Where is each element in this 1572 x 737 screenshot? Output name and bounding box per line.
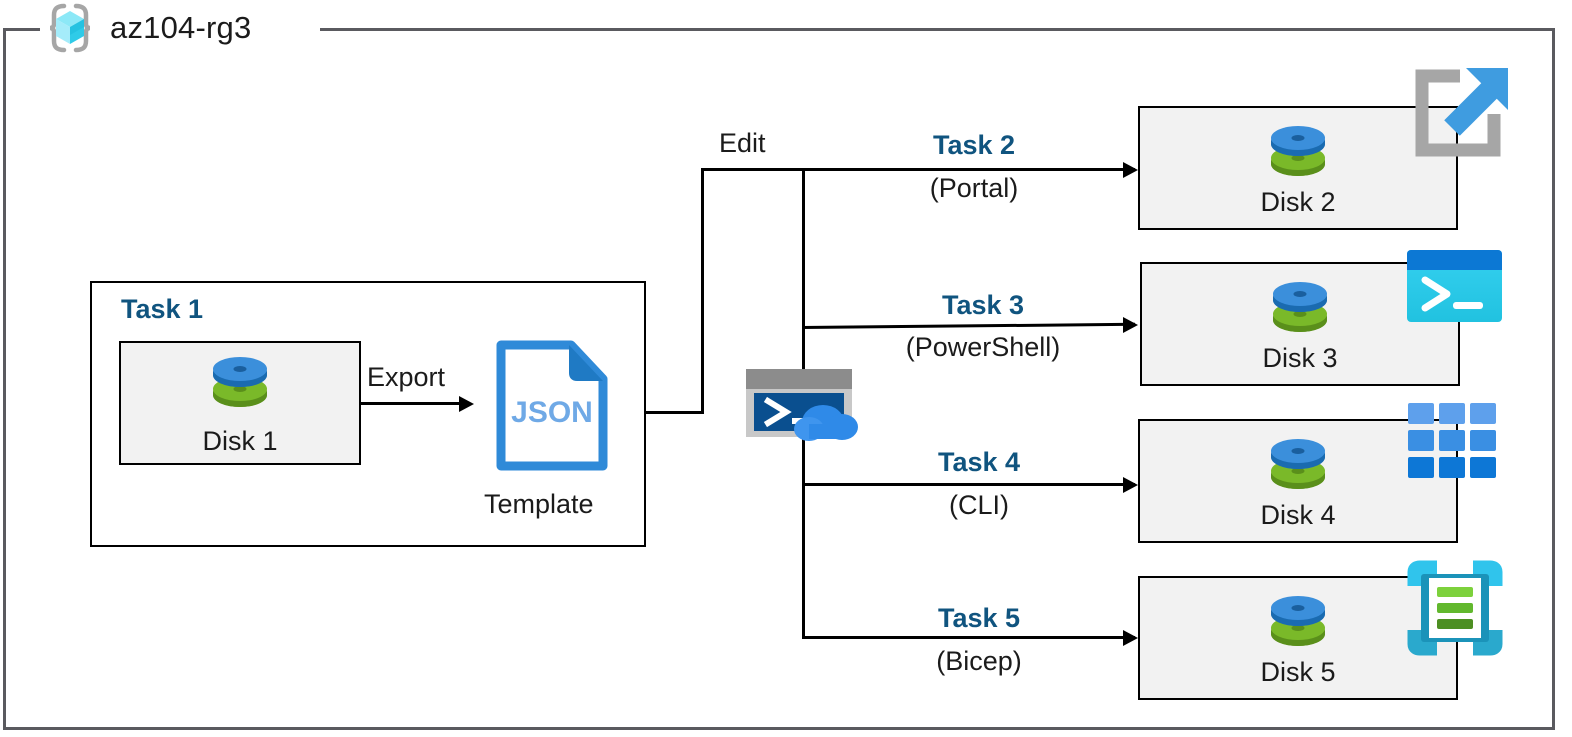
managed-disk-icon xyxy=(209,351,271,422)
export-arrow-line xyxy=(361,402,461,405)
task-2-arrow-head xyxy=(1123,162,1138,178)
managed-disk-icon xyxy=(1267,120,1329,191)
task-3-label: Task 3 xyxy=(941,290,1025,320)
task-3-arrow-head xyxy=(1123,317,1138,333)
disk-5-name: Disk 5 xyxy=(1260,657,1336,687)
disk-4-box: Disk 4 xyxy=(1138,419,1458,543)
cloud-shape xyxy=(794,405,858,441)
resource-group-header: az104-rg3 xyxy=(44,2,251,54)
disk-2-name: Disk 2 xyxy=(1260,187,1336,217)
task-1-label: Task 1 xyxy=(121,294,204,324)
json-file-icon: JSON xyxy=(493,337,611,479)
bicep-icon xyxy=(1407,560,1503,661)
disk-1-name: Disk 1 xyxy=(202,426,278,456)
task-5-arrow-head xyxy=(1123,630,1138,646)
task-5-label: Task 5 xyxy=(937,603,1021,633)
managed-disk-icon xyxy=(1269,276,1331,347)
task-5-method: (Bicep) xyxy=(936,646,1022,676)
managed-disk-icon xyxy=(1267,590,1329,661)
task-4-arrow-head xyxy=(1123,477,1138,493)
edit-connector-v xyxy=(701,168,704,414)
edit-connector-h-top xyxy=(701,168,1135,171)
cloud-shell-icon xyxy=(744,367,864,447)
export-arrow-head xyxy=(459,396,474,412)
disk-2-box: Disk 2 xyxy=(1138,106,1458,230)
powershell-icon xyxy=(1407,250,1502,327)
task-2-label: Task 2 xyxy=(932,130,1016,160)
disk-4-name: Disk 4 xyxy=(1260,500,1336,530)
edit-connector-h-from-task1 xyxy=(644,411,704,414)
json-file-type-text: JSON xyxy=(511,396,593,429)
task-4-branch-line xyxy=(802,483,1135,486)
template-caption: Template xyxy=(484,489,594,519)
azure-portal-icon xyxy=(1408,62,1518,177)
task-4-label: Task 4 xyxy=(937,447,1021,477)
disk-3-box: Disk 3 xyxy=(1140,262,1460,386)
disk-5-box: Disk 5 xyxy=(1138,576,1458,700)
task-2-method: (Portal) xyxy=(929,173,1019,203)
task-5-branch-line xyxy=(802,636,1135,639)
azure-resource-group-icon xyxy=(44,2,96,54)
resource-group-frame xyxy=(3,28,1555,730)
task-4-method: (CLI) xyxy=(949,490,1009,520)
export-label: Export xyxy=(367,362,446,392)
disk-1-box: Disk 1 xyxy=(119,341,361,465)
edit-label: Edit xyxy=(719,128,766,158)
task-3-method: (PowerShell) xyxy=(905,332,1061,362)
disk-3-name: Disk 3 xyxy=(1262,343,1338,373)
resource-group-name: az104-rg3 xyxy=(110,10,252,45)
azure-cli-icon xyxy=(1408,403,1496,484)
managed-disk-icon xyxy=(1267,433,1329,504)
